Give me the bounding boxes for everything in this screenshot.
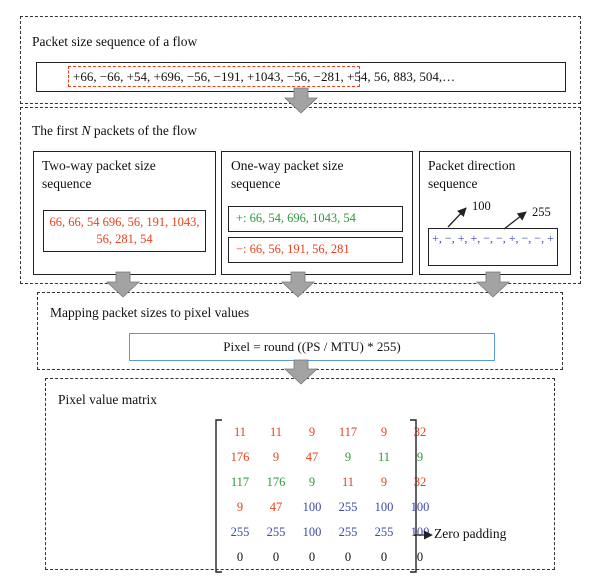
matrix-cell: 9 xyxy=(416,450,424,464)
block-arrow-s1-s2 xyxy=(283,87,319,114)
direction-arrow-100 xyxy=(447,207,467,228)
block-arrow-s3-s4 xyxy=(283,359,319,385)
matrix-cell: 11 xyxy=(341,475,355,489)
formula-box xyxy=(129,333,495,361)
first-n-title-var: N xyxy=(81,123,91,138)
matrix-cell: 255 xyxy=(338,525,358,539)
matrix-cell: 100 xyxy=(302,500,322,514)
block-arrow-direction xyxy=(475,271,511,298)
flow-sequence-text: +66, −66, +54, +696, −56, −191, +1043, −… xyxy=(73,69,456,84)
matrix-cell: 117 xyxy=(338,425,358,439)
direction-label-100: 100 xyxy=(472,199,491,213)
matrix-cell: 9 xyxy=(272,450,280,464)
matrix-cell: 255 xyxy=(374,525,394,539)
matrix-cell: 0 xyxy=(344,550,352,564)
one-way-positive-box xyxy=(228,206,403,232)
matrix-cell: 100 xyxy=(302,525,322,539)
two-way-values-box xyxy=(43,210,206,252)
direction-values: +, −, +, +, −, −, +, −, −, + xyxy=(432,231,554,245)
matrix-cell: 9 xyxy=(236,500,244,514)
mapping-title: Mapping packet sizes to pixel values xyxy=(50,305,250,320)
first-n-highlight xyxy=(68,66,360,87)
one-way-negative: −: 66, 56, 191, 56, 281 xyxy=(236,242,350,256)
matrix-left-bracket xyxy=(215,419,222,573)
matrix-cell: 255 xyxy=(338,500,358,514)
matrix-row: 176 9 47 9 11 9 xyxy=(222,445,438,470)
formula-text: Pixel = round ((PS / MTU) * 255) xyxy=(223,339,401,354)
one-way-title: One-way packet size sequence xyxy=(231,158,344,191)
matrix-cell: 0 xyxy=(236,550,244,564)
matrix-cell: 0 xyxy=(380,550,388,564)
first-n-packets-title: The first N packets of the flow xyxy=(32,123,197,139)
direction-label-255: 255 xyxy=(532,205,551,219)
matrix-cell: 11 xyxy=(377,450,391,464)
two-way-values: 66, 66, 54 696, 56, 191, 1043, 56, 281, … xyxy=(49,215,200,246)
zero-padding-label: Zero padding xyxy=(434,526,507,541)
matrix-cell: 9 xyxy=(380,475,388,489)
matrix-cell: 9 xyxy=(308,425,316,439)
matrix-cell: 11 xyxy=(233,425,247,439)
direction-arrow-255 xyxy=(503,211,527,230)
matrix-cell: 0 xyxy=(416,550,424,564)
matrix-cell: 9 xyxy=(380,425,388,439)
direction-values-box xyxy=(428,228,558,266)
first-n-title-prefix: The first xyxy=(32,123,82,138)
matrix-cell: 11 xyxy=(269,425,283,439)
matrix-cell: 100 xyxy=(374,500,394,514)
matrix-cell: 0 xyxy=(308,550,316,564)
matrix-cell: 32 xyxy=(413,425,427,439)
matrix-cell: 176 xyxy=(266,475,286,489)
matrix-cell: 255 xyxy=(230,525,250,539)
matrix-cell: 255 xyxy=(266,525,286,539)
matrix-row: 0 0 0 0 0 0 xyxy=(222,545,438,570)
two-way-title: Two-way packet size sequence xyxy=(42,158,156,191)
first-n-title-suffix: packets of the flow xyxy=(90,123,197,138)
matrix-right-bracket xyxy=(410,419,417,573)
matrix-row: 11 11 9 117 9 32 xyxy=(222,420,438,445)
flow-sequence-box xyxy=(36,62,566,92)
one-way-negative-box xyxy=(228,237,403,263)
matrix-cell: 47 xyxy=(269,500,283,514)
matrix-title: Pixel value matrix xyxy=(58,392,157,407)
matrix-cell: 176 xyxy=(230,450,250,464)
matrix-cell: 117 xyxy=(230,475,250,489)
matrix-cell: 0 xyxy=(272,550,280,564)
matrix-cell: 47 xyxy=(305,450,319,464)
matrix-cell: 9 xyxy=(308,475,316,489)
matrix-cell: 32 xyxy=(413,475,427,489)
block-arrow-oneway xyxy=(280,271,316,298)
matrix-row: 117 176 9 11 9 32 xyxy=(222,470,438,495)
block-arrow-twoway xyxy=(105,271,141,298)
direction-title: Packet direction sequence xyxy=(428,158,516,191)
flow-sequence-title: Packet size sequence of a flow xyxy=(32,34,198,49)
one-way-positive: +: 66, 54, 696, 1043, 54 xyxy=(236,211,356,225)
matrix-cell: 9 xyxy=(344,450,352,464)
